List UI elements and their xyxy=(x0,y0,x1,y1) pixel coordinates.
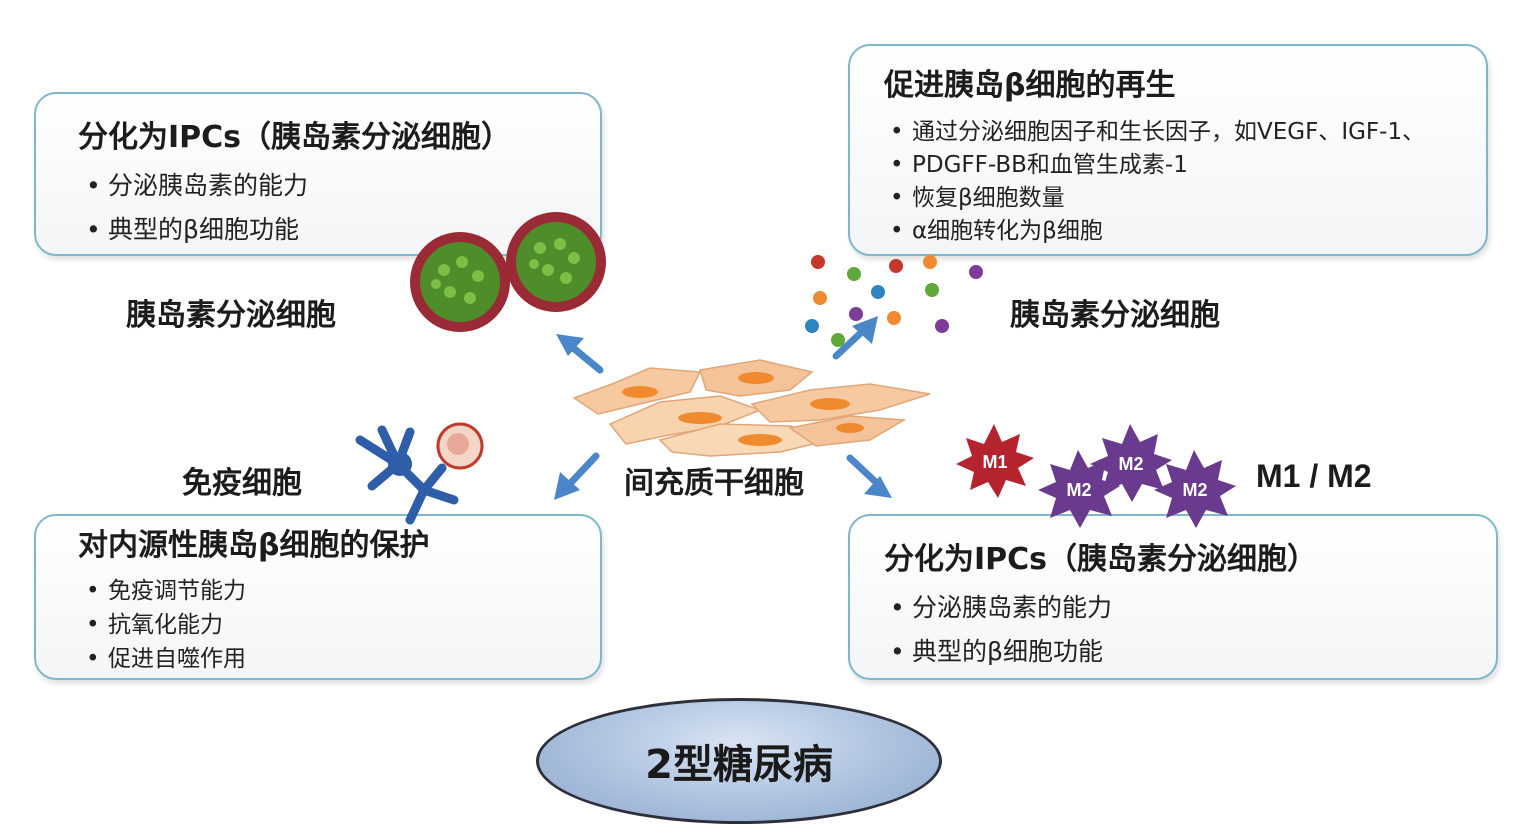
msc-nucleus xyxy=(836,423,864,433)
m2-label: M2 xyxy=(1182,480,1207,500)
islet-cluster-left xyxy=(410,212,606,332)
box-bottom-left-bullets: 免疫调节能力 抗氧化能力 促进自噬作用 xyxy=(86,574,246,676)
box-top-left-title: 分化为IPCs（胰岛素分泌细胞） xyxy=(78,120,512,155)
factor-dot xyxy=(887,311,901,325)
bullet-item: 典型的β细胞功能 xyxy=(890,630,1112,674)
disease-label: 2型糖尿病 xyxy=(645,742,833,788)
islet-inner xyxy=(420,242,500,322)
m2-macrophage xyxy=(1090,424,1172,502)
macrophages: M1 M2 M2 M2 xyxy=(956,424,1236,528)
msc-nucleus xyxy=(738,434,782,446)
factor-dot xyxy=(831,333,845,347)
msc-nucleus xyxy=(678,412,722,424)
box-top-right-title: 促进胰岛β细胞的再生 xyxy=(884,68,1176,103)
factor-dot xyxy=(847,267,861,281)
msc-nucleus xyxy=(738,372,774,384)
arrow-head-top-right xyxy=(852,316,878,344)
dendritic-cell-body xyxy=(388,452,412,476)
disease-ellipse: 2型糖尿病 xyxy=(536,698,942,824)
box-top-left-bullets: 分泌胰岛素的能力 典型的β细胞功能 xyxy=(86,164,308,252)
m2-label: M2 xyxy=(1118,454,1143,474)
label-msc: 间充质干细胞 xyxy=(624,466,804,501)
bullet-item: 促进自噬作用 xyxy=(86,642,246,676)
box-bottom-right-title: 分化为IPCs（胰岛素分泌细胞） xyxy=(884,542,1318,577)
factor-dot xyxy=(923,255,937,269)
bullet-item: 分泌胰岛素的能力 xyxy=(86,164,308,208)
m1-macrophage xyxy=(956,424,1034,498)
arrow-head-top-left xyxy=(556,334,584,356)
bullet-item: 恢复β细胞数量 xyxy=(890,182,1425,215)
immune-cells xyxy=(355,422,484,525)
arrow-head-bottom-left xyxy=(554,472,580,500)
bullet-item: 通过分泌细胞因子和生长因子，如VEGF、IGF-1、 xyxy=(890,116,1425,149)
arrows xyxy=(554,316,892,500)
factor-dot xyxy=(813,291,827,305)
factor-dot xyxy=(805,319,819,333)
islet-texture xyxy=(431,238,580,304)
box-bottom-right-bullets: 分泌胰岛素的能力 典型的β细胞功能 xyxy=(890,586,1112,674)
label-islet-cells-left: 胰岛素分泌细胞 xyxy=(126,298,336,333)
m2-macrophage xyxy=(1038,450,1120,528)
m2-macrophage xyxy=(1154,450,1236,528)
m1-label: M1 xyxy=(982,452,1007,472)
secreted-factors xyxy=(805,255,983,347)
arrow-to-bottom-right xyxy=(846,454,884,490)
bullet-item: 免疫调节能力 xyxy=(86,574,246,608)
bullet-item-continuation: PDGFF-BB和血管生成素-1 xyxy=(890,149,1425,182)
label-immune-cells: 免疫细胞 xyxy=(182,466,302,501)
bullet-item: α细胞转化为β细胞 xyxy=(890,215,1425,248)
bullet-item: 典型的β细胞功能 xyxy=(86,208,308,252)
lymphocyte-nucleus xyxy=(447,433,469,455)
msc-nucleus xyxy=(622,386,658,398)
label-islet-cells-right: 胰岛素分泌细胞 xyxy=(1010,298,1220,333)
box-top-right-bullets: 通过分泌细胞因子和生长因子，如VEGF、IGF-1、 PDGFF-BB和血管生成… xyxy=(890,116,1425,248)
bullet-item: 分泌胰岛素的能力 xyxy=(890,586,1112,630)
arrow-head-bottom-right xyxy=(864,476,892,498)
bullet-item: 抗氧化能力 xyxy=(86,608,246,642)
label-macrophages: M1 / M2 xyxy=(1256,458,1372,494)
m2-label: M2 xyxy=(1066,480,1091,500)
factor-dot xyxy=(969,265,983,279)
msc-cluster xyxy=(572,359,931,457)
islet-inner xyxy=(516,222,596,302)
msc-nucleus xyxy=(810,398,850,410)
factor-dot xyxy=(925,283,939,297)
factor-dot xyxy=(889,259,903,273)
factor-dot xyxy=(849,307,863,321)
factor-dot xyxy=(935,319,949,333)
factor-dot xyxy=(811,255,825,269)
box-bottom-left-title: 对内源性胰岛β细胞的保护 xyxy=(78,528,430,563)
factor-dot xyxy=(871,285,885,299)
